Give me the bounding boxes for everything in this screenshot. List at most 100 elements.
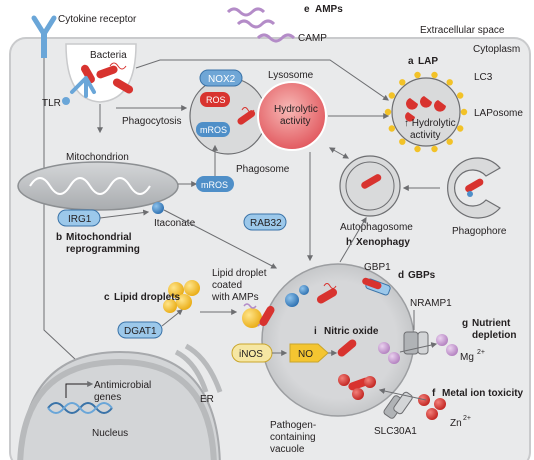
lc3-dot xyxy=(414,71,421,79)
lap-hydrolytic-line1: ↑ Hydrolytic xyxy=(404,118,456,129)
dgat1-badge xyxy=(117,321,163,339)
rab32-badge xyxy=(243,213,287,231)
section-b-title-line2: reprogramming xyxy=(66,244,140,255)
section-b-title-line1: Mitochondrial xyxy=(66,232,132,243)
bacteria-label: Bacteria xyxy=(90,50,127,61)
section-f-title: Metal ion toxicity xyxy=(442,388,524,399)
irg1-arrow xyxy=(99,209,150,219)
lc3-dot xyxy=(414,145,421,153)
section-e-letter: e xyxy=(304,4,310,15)
slc30a1-label: SLC30A1 xyxy=(374,426,417,437)
section-b-letter: b xyxy=(56,232,62,243)
lc3-dot xyxy=(446,138,453,145)
lc3-dot xyxy=(388,125,395,132)
section-f-letter: f xyxy=(432,388,436,399)
itaconate-in-vacuole-icon-2 xyxy=(299,285,309,295)
gene-expression-arrow xyxy=(65,381,94,398)
lc3-dot xyxy=(446,79,453,86)
section-a-title: LAP xyxy=(418,56,438,67)
phagophore xyxy=(447,157,501,219)
section-c-title: Lipid droplets xyxy=(114,292,181,303)
slc30a1-transporter-icon xyxy=(383,391,413,419)
phagophore-bacterium-icon xyxy=(465,178,484,193)
mg-charge-label: 2+ xyxy=(477,349,485,356)
section-g-letter: g xyxy=(462,318,468,329)
camp-label: CAMP xyxy=(298,33,327,44)
pcv-label-line2: containing xyxy=(270,432,316,443)
itaconate-molecule-icon xyxy=(152,202,164,214)
section-a-letter: a xyxy=(408,56,414,67)
phagosome-bacteria-icon xyxy=(237,107,256,125)
antimicrobial-genes-line1: Antimicrobial xyxy=(94,380,151,391)
section-d-letter: d xyxy=(398,270,404,281)
lc3-label: LC3 xyxy=(474,72,493,83)
bacteria-icon xyxy=(81,62,134,94)
amp-peptides-icon xyxy=(226,7,296,43)
lap-hydrolytic-line2: activity xyxy=(410,130,441,141)
mros-phagosome-label: mROS xyxy=(200,125,227,135)
nramp1-label: NRAMP1 xyxy=(410,298,452,309)
lc3-dot xyxy=(457,125,464,132)
laposome xyxy=(391,77,461,147)
gbp1-coat-icon xyxy=(362,277,391,296)
lipid-droplet-line2: coated xyxy=(212,280,242,291)
dna-helix-icon xyxy=(47,402,113,414)
lc3-dot xyxy=(460,108,468,116)
gbp1-label: GBP1 xyxy=(364,262,391,273)
ros-badge xyxy=(200,92,230,107)
zn-label: Zn xyxy=(450,418,462,429)
section-c-letter: c xyxy=(104,292,110,303)
lysosome-autophagosome-arrow xyxy=(328,147,350,159)
autophagosome-label: Autophagosome xyxy=(340,222,413,233)
endoplasmic-reticulum xyxy=(174,343,223,393)
hydrolytic-activity-line1: Hydrolytic xyxy=(274,104,318,115)
mros-cyto-label: mROS xyxy=(201,180,228,190)
cytokine-receptor-icon xyxy=(31,15,57,58)
section-g-title-line1: Nutrient xyxy=(472,318,511,329)
ros-label: ROS xyxy=(206,95,226,105)
extracellular-space-label: Extracellular space xyxy=(420,25,505,36)
mros-cyto-badge xyxy=(196,176,234,192)
lc3-dot xyxy=(399,138,406,145)
cytoplasm-label: Cytoplasm xyxy=(473,44,520,55)
lc3-dot xyxy=(457,92,464,99)
nox2-badge xyxy=(199,69,243,87)
tlr-receptor-icon xyxy=(62,76,96,105)
mitochondrion-label: Mitochondrion xyxy=(66,152,129,163)
itaconate-label: Itaconate xyxy=(154,218,196,229)
nucleus-label: Nucleus xyxy=(92,428,128,439)
itaconate-to-vacuole-arrow xyxy=(163,209,278,269)
section-h-letter: h xyxy=(346,237,352,248)
zn-influx-arrow xyxy=(378,388,427,401)
section-i-letter: i xyxy=(314,326,317,337)
lc3-dots xyxy=(384,71,468,153)
lysosome xyxy=(257,81,327,151)
laposome-label: LAPosome xyxy=(474,108,523,119)
antimicrobial-genes-line2: genes xyxy=(94,392,121,403)
lysosome-label: Lysosome xyxy=(268,70,314,81)
mitochondrion xyxy=(17,161,179,211)
no-burst-icon xyxy=(289,343,329,363)
section-i-title: Nitric oxide xyxy=(324,326,379,337)
mg-label: Mg xyxy=(460,352,474,363)
section-d-title: GBPs xyxy=(408,270,436,281)
zn-charge-label: 2+ xyxy=(463,415,471,422)
hydrolytic-activity-line2: activity xyxy=(280,116,311,127)
pathogen-containing-vacuole xyxy=(261,263,415,417)
section-g-title-line2: depletion xyxy=(472,330,516,341)
mg-efflux-arrow xyxy=(399,342,438,353)
lap-lysozyme-icons xyxy=(405,96,446,122)
autophagosome-inner-membrane xyxy=(345,161,395,211)
lc3-dot xyxy=(431,145,438,153)
phagosome xyxy=(189,77,267,155)
mros-phagosome-badge xyxy=(196,122,230,137)
irg1-label: IRG1 xyxy=(68,214,92,225)
lc3-dot xyxy=(384,108,392,116)
lipid-droplet-line3: with AMPs xyxy=(211,292,259,303)
mg-ions-icon xyxy=(378,334,458,364)
cytokine-receptor-label: Cytokine receptor xyxy=(58,14,137,25)
lc3-dot xyxy=(431,71,438,79)
nucleus xyxy=(17,350,221,460)
section-h-title: Xenophagy xyxy=(356,237,410,248)
